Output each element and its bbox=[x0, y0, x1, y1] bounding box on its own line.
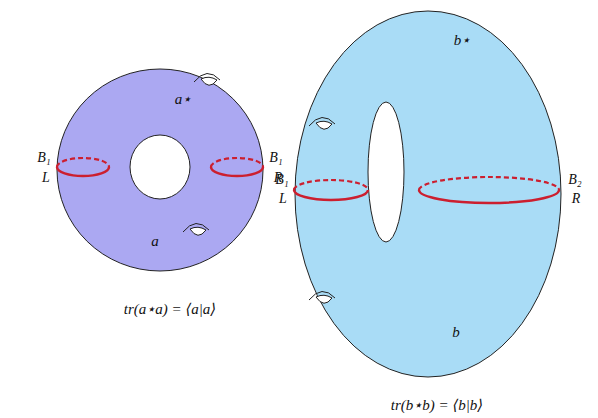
boundary-circle-back bbox=[294, 180, 368, 190]
handle-hole bbox=[190, 227, 206, 235]
boundary-label: B₁ bbox=[269, 151, 282, 165]
boundary-circle-front bbox=[211, 167, 263, 176]
boundary-label: B₁ bbox=[275, 173, 288, 187]
torus-body bbox=[57, 69, 263, 271]
state-label: a bbox=[151, 234, 159, 249]
state-label: a⋆ bbox=[175, 92, 192, 107]
torus-body bbox=[295, 11, 561, 377]
boundary-circle-front bbox=[294, 190, 368, 200]
state-label: b⋆ bbox=[454, 33, 471, 48]
boundary-circle-back bbox=[57, 158, 109, 167]
state-label: b bbox=[452, 325, 460, 340]
torus-surface: b⋆ b bbox=[293, 10, 563, 380]
torus-hole bbox=[130, 135, 190, 199]
boundary-label: B₂ bbox=[568, 173, 581, 187]
caption-formula: tr(a⋆a) = ⟨a|a⟩ bbox=[124, 302, 216, 317]
handle-hole bbox=[201, 77, 217, 85]
torus-outline bbox=[293, 10, 563, 380]
boundary-circle-back bbox=[211, 158, 263, 167]
boundary-label: R bbox=[572, 192, 581, 206]
torus-hole bbox=[368, 102, 404, 242]
boundary-label: B₁ bbox=[37, 151, 50, 165]
handle-hole bbox=[316, 295, 332, 303]
boundary-circle-front bbox=[419, 190, 559, 203]
torus-surface: a⋆ a bbox=[55, 68, 267, 278]
torus-outline bbox=[55, 68, 267, 278]
boundary-label: L bbox=[279, 192, 287, 206]
boundary-label: L bbox=[42, 171, 50, 185]
handle-hole bbox=[316, 121, 332, 129]
boundary-circle-front bbox=[57, 167, 109, 176]
boundary-circle-back bbox=[419, 177, 559, 190]
caption-formula: tr(b⋆b) = ⟨b|b⟩ bbox=[391, 398, 483, 413]
